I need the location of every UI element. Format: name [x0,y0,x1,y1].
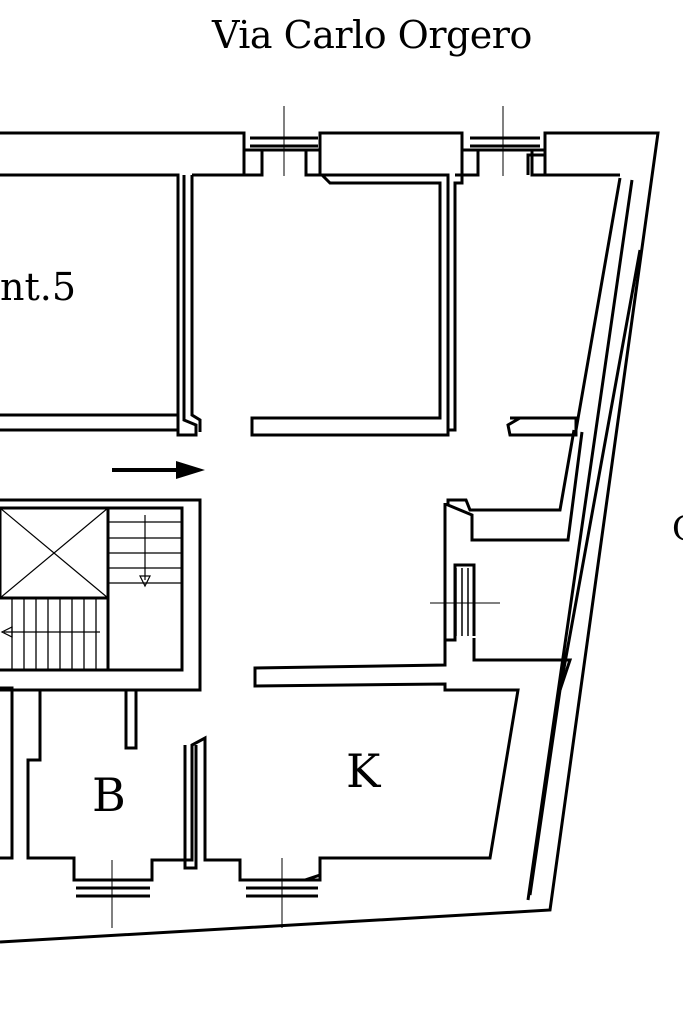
corridor-wall-left-b [192,175,200,432]
room-unit5-wall [0,175,178,415]
stair-direction-line [4,515,145,632]
right-inner-wall [528,178,640,900]
partition-wall [185,745,196,868]
alcove-door-jamb [445,503,474,640]
alcove-wall [448,430,582,540]
room-label-bathroom: B [92,768,126,822]
bathroom-inner-wall [126,690,136,748]
stair-treads-lower [12,598,96,670]
kitchen-top-wall [255,640,518,880]
window-bottom-right [240,858,320,928]
unit-label: nt.5 [0,265,76,309]
direction-arrow [112,461,205,479]
stairwell [0,500,200,690]
inner-perimeter [528,155,620,175]
corridor-wall-left [178,175,196,435]
window-top-left [244,106,320,176]
window-side [430,568,500,636]
room-middle-wall [252,175,448,435]
wall-below-window [474,638,570,690]
room-right-bottom [508,418,576,435]
bathroom-side-wall [0,688,12,858]
stair-arrow-down [140,576,150,586]
inner-wall [0,175,178,430]
window-top-right [462,106,545,176]
street-label: Via Carlo Orgero [212,13,532,57]
bathroom-wall [28,690,240,880]
window-bottom-left [76,860,150,928]
room-label-kitchen: K [346,744,381,798]
outer-wall [0,133,658,942]
stair-arrow-left [2,627,12,637]
room-right-wall [448,175,462,430]
edge-label: C [672,512,683,546]
